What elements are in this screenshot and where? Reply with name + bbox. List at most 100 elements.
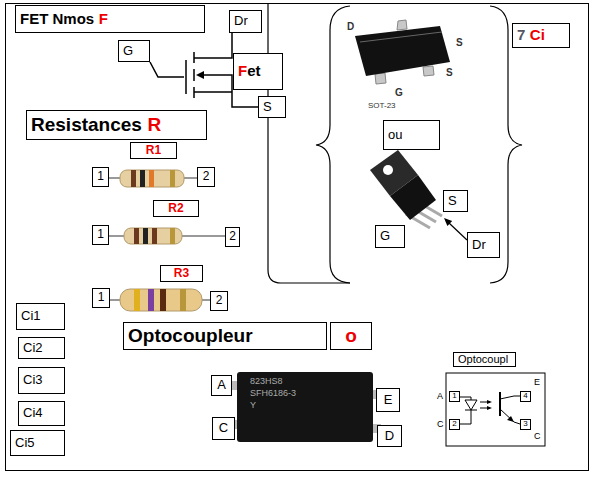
color-band (149, 170, 154, 187)
part-label: S (446, 68, 453, 78)
box-text: o (345, 326, 357, 347)
chip-pin (423, 66, 434, 76)
label-box: o (330, 322, 372, 350)
box-text: E (384, 393, 393, 407)
led-symbol (465, 400, 477, 410)
part-label: 823HS8 (250, 377, 283, 386)
label-box: E (376, 388, 400, 412)
box-text: D (385, 429, 394, 443)
color-band (152, 228, 157, 244)
label-box: A (211, 375, 232, 396)
box-text: Ci4 (23, 406, 43, 420)
label-box: S (443, 190, 468, 212)
label-box: Dr (467, 232, 500, 258)
color-band (148, 289, 154, 311)
part-label: SFH6186-3 (250, 389, 296, 398)
brace (316, 6, 350, 283)
transistor-body (390, 175, 436, 220)
box-text: Dr (234, 14, 248, 28)
box-text: S (263, 100, 272, 114)
label-box: 7 Ci (512, 23, 570, 48)
chip-pin (375, 73, 386, 84)
color-band (131, 170, 136, 187)
chip-edge (360, 32, 442, 42)
color-band (140, 170, 145, 187)
box-text: FET Nmos (20, 11, 94, 28)
box-text: 7 (517, 27, 525, 44)
box-text: R2 (168, 202, 183, 215)
label-box: ou (383, 120, 440, 150)
resistor-body (124, 228, 182, 244)
box-text: Resistances (31, 115, 142, 136)
box-text: S (448, 194, 457, 208)
part-label: C (437, 420, 444, 429)
optocoupler-chip (237, 372, 373, 442)
box-text: Dr (472, 238, 486, 252)
label-box: D (377, 425, 402, 447)
label-box: 2 (449, 419, 460, 430)
box-text: 1 (452, 392, 456, 401)
fet-arrow (196, 71, 204, 79)
phototransistor-symbol (500, 396, 520, 424)
label-box: S (258, 96, 286, 118)
chip-pin (397, 20, 407, 30)
light-arrow (487, 406, 492, 410)
box-text: Ci (530, 27, 545, 44)
label-box: 1 (92, 167, 109, 187)
label-box: 2 (225, 227, 240, 247)
box-text: Ci3 (23, 373, 43, 387)
color-band (170, 170, 175, 187)
phototransistor-symbol (499, 392, 501, 416)
label-box: 4 (520, 391, 531, 402)
resistor-body (120, 170, 184, 187)
box-text: 2 (216, 294, 223, 307)
box-text: Ci2 (23, 341, 43, 355)
box-text: R (148, 115, 162, 136)
box-text: 2 (229, 230, 236, 243)
part-label: C (534, 432, 541, 441)
part-label: A (437, 392, 443, 401)
box-text: G (123, 44, 133, 58)
label-box: R1 (130, 142, 177, 159)
box-text: 4 (523, 392, 527, 401)
sot23-chip (355, 26, 450, 76)
label-box: Resistances R (26, 110, 207, 140)
box-text: 2 (203, 170, 210, 183)
part-label: S (456, 38, 463, 48)
tab-hole (383, 165, 393, 175)
label-box: Ci5 (10, 430, 65, 456)
box-text: R1 (146, 144, 161, 157)
box-text: Ci5 (15, 436, 35, 450)
part-label: D (347, 22, 354, 32)
label-box: 3 (520, 419, 531, 430)
color-band (134, 289, 140, 311)
box-text: F (99, 11, 108, 28)
label-box: G (118, 40, 150, 62)
label-box: R3 (160, 265, 203, 282)
box-text: Fet (238, 63, 261, 80)
box-text: C (219, 421, 228, 435)
label-box: R2 (153, 200, 199, 217)
box-text: 3 (523, 420, 527, 429)
part-label: SOT-23 (368, 102, 396, 110)
box-text: G (380, 229, 390, 243)
label-box: Ci4 (18, 401, 65, 426)
label-box: 1 (449, 391, 460, 402)
label-box: C (212, 417, 235, 440)
label-box: Ci3 (18, 367, 65, 394)
box-text: Optocoupleur (128, 326, 253, 347)
label-box: Ci1 (16, 303, 65, 330)
label-box: 1 (92, 288, 110, 308)
box-text: A (217, 378, 226, 392)
label-box: Optocoupleur (123, 322, 327, 350)
part-label: Y (250, 401, 256, 410)
box-text: R3 (174, 267, 189, 280)
part-label: E (534, 378, 540, 387)
box-text: ou (388, 128, 402, 142)
light-arrow (487, 400, 492, 404)
leader-line (449, 223, 467, 240)
label-box: Ci2 (18, 337, 65, 359)
